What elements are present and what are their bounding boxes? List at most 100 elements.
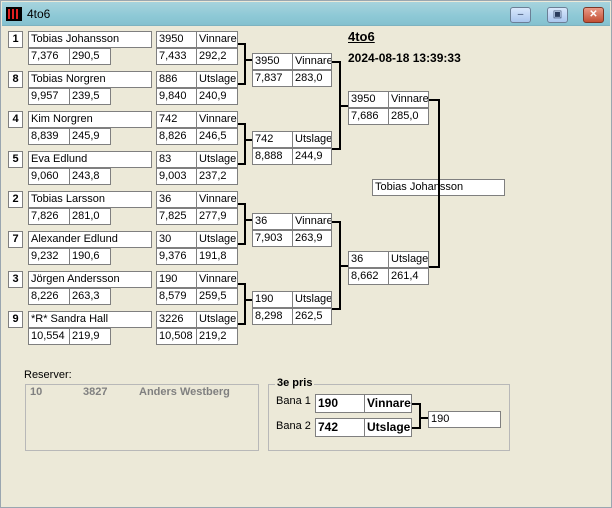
player-name[interactable]: Jörgen Andersson	[28, 271, 152, 288]
third-prize-result: 190	[428, 411, 501, 428]
player-name[interactable]: *R* Sandra Hall	[28, 311, 152, 328]
bracket-line	[429, 266, 439, 268]
reserves-list[interactable]: 10 3827 Anders Westberg	[25, 384, 259, 451]
bracket-line	[238, 243, 245, 245]
lane1-score-input[interactable]: 190	[315, 394, 365, 413]
bracket-line	[238, 203, 245, 205]
round1-stat-c: 8,579	[156, 288, 197, 305]
round3-stat-d: 261,4	[388, 268, 429, 285]
maximize-button[interactable]: ▣	[547, 7, 568, 23]
round3-score[interactable]: 36	[348, 251, 389, 268]
bracket-line	[238, 83, 245, 85]
round1-score[interactable]: 742	[156, 111, 197, 128]
player-stat-b: 243,8	[69, 168, 111, 185]
app-icon	[6, 7, 22, 21]
bracket-line	[245, 139, 252, 141]
player-stat-b: 290,5	[69, 48, 111, 65]
player-name[interactable]: Tobias Larsson	[28, 191, 152, 208]
seed-number: 9	[8, 311, 23, 328]
round1-result: Vinnare	[196, 191, 238, 208]
round1-stat-d: 246,5	[196, 128, 238, 145]
round2-result: Utslagen	[292, 131, 332, 148]
round3-stat-d: 285,0	[388, 108, 429, 125]
round2-stat-c: 8,888	[252, 148, 293, 165]
round1-stat-d: 191,8	[196, 248, 238, 265]
third-prize-group	[268, 384, 510, 451]
player-stat-b: 281,0	[69, 208, 111, 225]
player-stat-a: 9,232	[28, 248, 70, 265]
player-name[interactable]: Eva Edlund	[28, 151, 152, 168]
seed-number: 8	[8, 71, 23, 88]
round2-result: Vinnare	[292, 213, 332, 230]
round1-result: Utslagen	[196, 71, 238, 88]
lane2-result: Utslagen	[364, 418, 412, 437]
round1-score[interactable]: 30	[156, 231, 197, 248]
round1-score[interactable]: 3226	[156, 311, 197, 328]
round2-score[interactable]: 36	[252, 213, 293, 230]
lane2-label: Bana 2	[276, 420, 311, 432]
player-stat-a: 7,376	[28, 48, 70, 65]
minimize-button[interactable]: ‒	[510, 7, 531, 23]
seed-number: 1	[8, 31, 23, 48]
round2-score[interactable]: 190	[252, 291, 293, 308]
bracket-area: 4to6 2024-08-18 13:39:33 Tobias Johansso…	[2, 27, 610, 507]
round3-score[interactable]: 3950	[348, 91, 389, 108]
round1-stat-d: 219,2	[196, 328, 238, 345]
round1-stat-c: 9,376	[156, 248, 197, 265]
bracket-line	[245, 219, 252, 221]
round1-stat-c: 8,826	[156, 128, 197, 145]
bracket-line	[340, 104, 348, 107]
player-stat-a: 9,060	[28, 168, 70, 185]
player-name[interactable]: Tobias Norgren	[28, 71, 152, 88]
round2-score[interactable]: 742	[252, 131, 293, 148]
bracket-line	[332, 61, 340, 63]
round2-score[interactable]: 3950	[252, 53, 293, 70]
player-stat-a: 8,226	[28, 288, 70, 305]
round3-stat-c: 7,686	[348, 108, 389, 125]
round1-stat-c: 9,840	[156, 88, 197, 105]
round1-score[interactable]: 886	[156, 71, 197, 88]
lane2-score-input[interactable]: 742	[315, 418, 365, 437]
bracket-line	[438, 99, 440, 268]
round1-result: Vinnare	[196, 271, 238, 288]
bracket-line	[245, 299, 252, 301]
seed-number: 7	[8, 231, 23, 248]
round3-result: Vinnare	[388, 91, 429, 108]
round1-stat-c: 7,825	[156, 208, 197, 225]
bracket-line	[340, 264, 348, 267]
player-name[interactable]: Alexander Edlund	[28, 231, 152, 248]
date-time: 2024-08-18 13:39:33	[348, 51, 461, 65]
round2-stat-d: 262,5	[292, 308, 332, 325]
bracket-line	[238, 163, 245, 165]
round1-score[interactable]: 190	[156, 271, 197, 288]
player-stat-b: 190,6	[69, 248, 111, 265]
seed-number: 3	[8, 271, 23, 288]
round1-score[interactable]: 36	[156, 191, 197, 208]
bracket-line	[245, 59, 252, 61]
round1-stat-d: 259,5	[196, 288, 238, 305]
close-button[interactable]: ✕	[583, 7, 604, 23]
round1-score[interactable]: 3950	[156, 31, 197, 48]
bracket-line	[332, 221, 340, 223]
round1-stat-d: 237,2	[196, 168, 238, 185]
bracket-line	[238, 323, 245, 325]
window-title: 4to6	[27, 7, 51, 21]
player-stat-a: 8,839	[28, 128, 70, 145]
bracket-line	[429, 99, 439, 101]
player-name[interactable]: Kim Norgren	[28, 111, 152, 128]
player-name[interactable]: Tobias Johansson	[28, 31, 152, 48]
bracket-line	[244, 283, 246, 325]
lane1-label: Bana 1	[276, 395, 311, 407]
reserves-label: Reserver:	[24, 369, 72, 381]
page-title: 4to6	[348, 29, 375, 44]
round2-stat-c: 8,298	[252, 308, 293, 325]
round1-score[interactable]: 83	[156, 151, 197, 168]
player-stat-a: 7,826	[28, 208, 70, 225]
title-bar: 4to6 ‒ ▣ ✕	[2, 2, 610, 26]
player-stat-a: 9,957	[28, 88, 70, 105]
bracket-line	[244, 43, 246, 85]
round1-stat-d: 292,2	[196, 48, 238, 65]
round2-stat-c: 7,837	[252, 70, 293, 87]
round2-result: Vinnare	[292, 53, 332, 70]
round1-stat-d: 277,9	[196, 208, 238, 225]
